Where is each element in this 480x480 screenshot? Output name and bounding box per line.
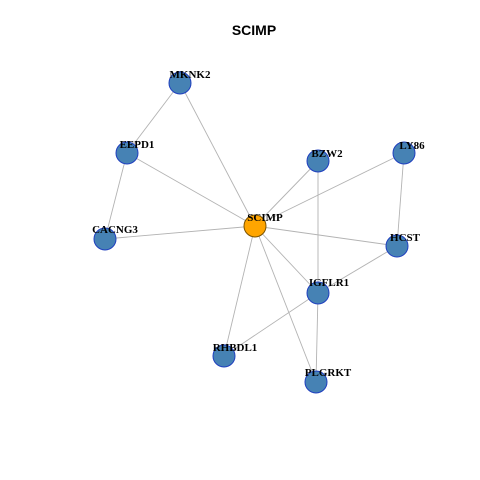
node-scimp: SCIMP [243,212,283,238]
node-label-bzw2: BZW2 [311,148,343,160]
edge-scimp-bzw2 [254,160,319,227]
edge-scimp-rhbdl1 [223,225,256,357]
node-label-mknk2: MKNK2 [170,69,211,81]
edge-scimp-mknk2 [179,82,256,227]
node-label-scimp: SCIMP [247,212,283,224]
edge-scimp-igflr1 [254,225,319,294]
edge-scimp-ly86 [254,152,405,227]
node-circle-plgrkt [304,370,328,394]
node-ly86: LY86 [392,140,425,165]
node-circle-eepd1 [115,141,139,165]
edge-igflr1-rhbdl1 [223,292,319,357]
node-cacng3: CACNG3 [92,224,138,251]
node-label-igflr1: IGFLR1 [309,277,349,289]
edge-ly86-hcst [396,152,405,247]
edge-hcst-igflr1 [317,245,398,294]
node-bzw2: BZW2 [306,148,343,173]
edge-scimp-eepd1 [126,152,256,227]
node-hcst: HCST [385,232,421,258]
edge-eepd1-cacng3 [104,152,128,240]
node-label-hcst: HCST [390,232,421,244]
node-eepd1: EEPD1 [115,139,155,165]
graph-title: SCIMP [232,22,276,38]
edge-layer [104,82,405,383]
node-plgrkt: PLGRKT [304,367,352,394]
node-label-eepd1: EEPD1 [120,139,155,151]
node-mknk2: MKNK2 [168,69,211,95]
edge-scimp-plgrkt [254,225,317,383]
node-circle-rhbdl1 [212,344,236,368]
node-label-cacng3: CACNG3 [92,224,138,236]
node-label-rhbdl1: RHBDL1 [213,342,258,354]
node-label-plgrkt: PLGRKT [305,367,352,379]
node-label-ly86: LY86 [399,140,425,152]
node-circle-mknk2 [168,71,192,95]
node-circle-bzw2 [306,149,330,173]
node-circle-cacng3 [93,227,117,251]
edge-mknk2-eepd1 [126,82,181,154]
node-circle-scimp [243,214,267,238]
node-circle-ly86 [392,141,416,165]
node-igflr1: IGFLR1 [306,277,349,305]
edge-scimp-hcst [254,225,398,247]
edge-igflr1-plgrkt [315,292,319,383]
edge-scimp-cacng3 [104,225,256,240]
node-circle-hcst [385,234,409,258]
node-rhbdl1: RHBDL1 [212,342,258,368]
node-circle-igflr1 [306,281,330,305]
